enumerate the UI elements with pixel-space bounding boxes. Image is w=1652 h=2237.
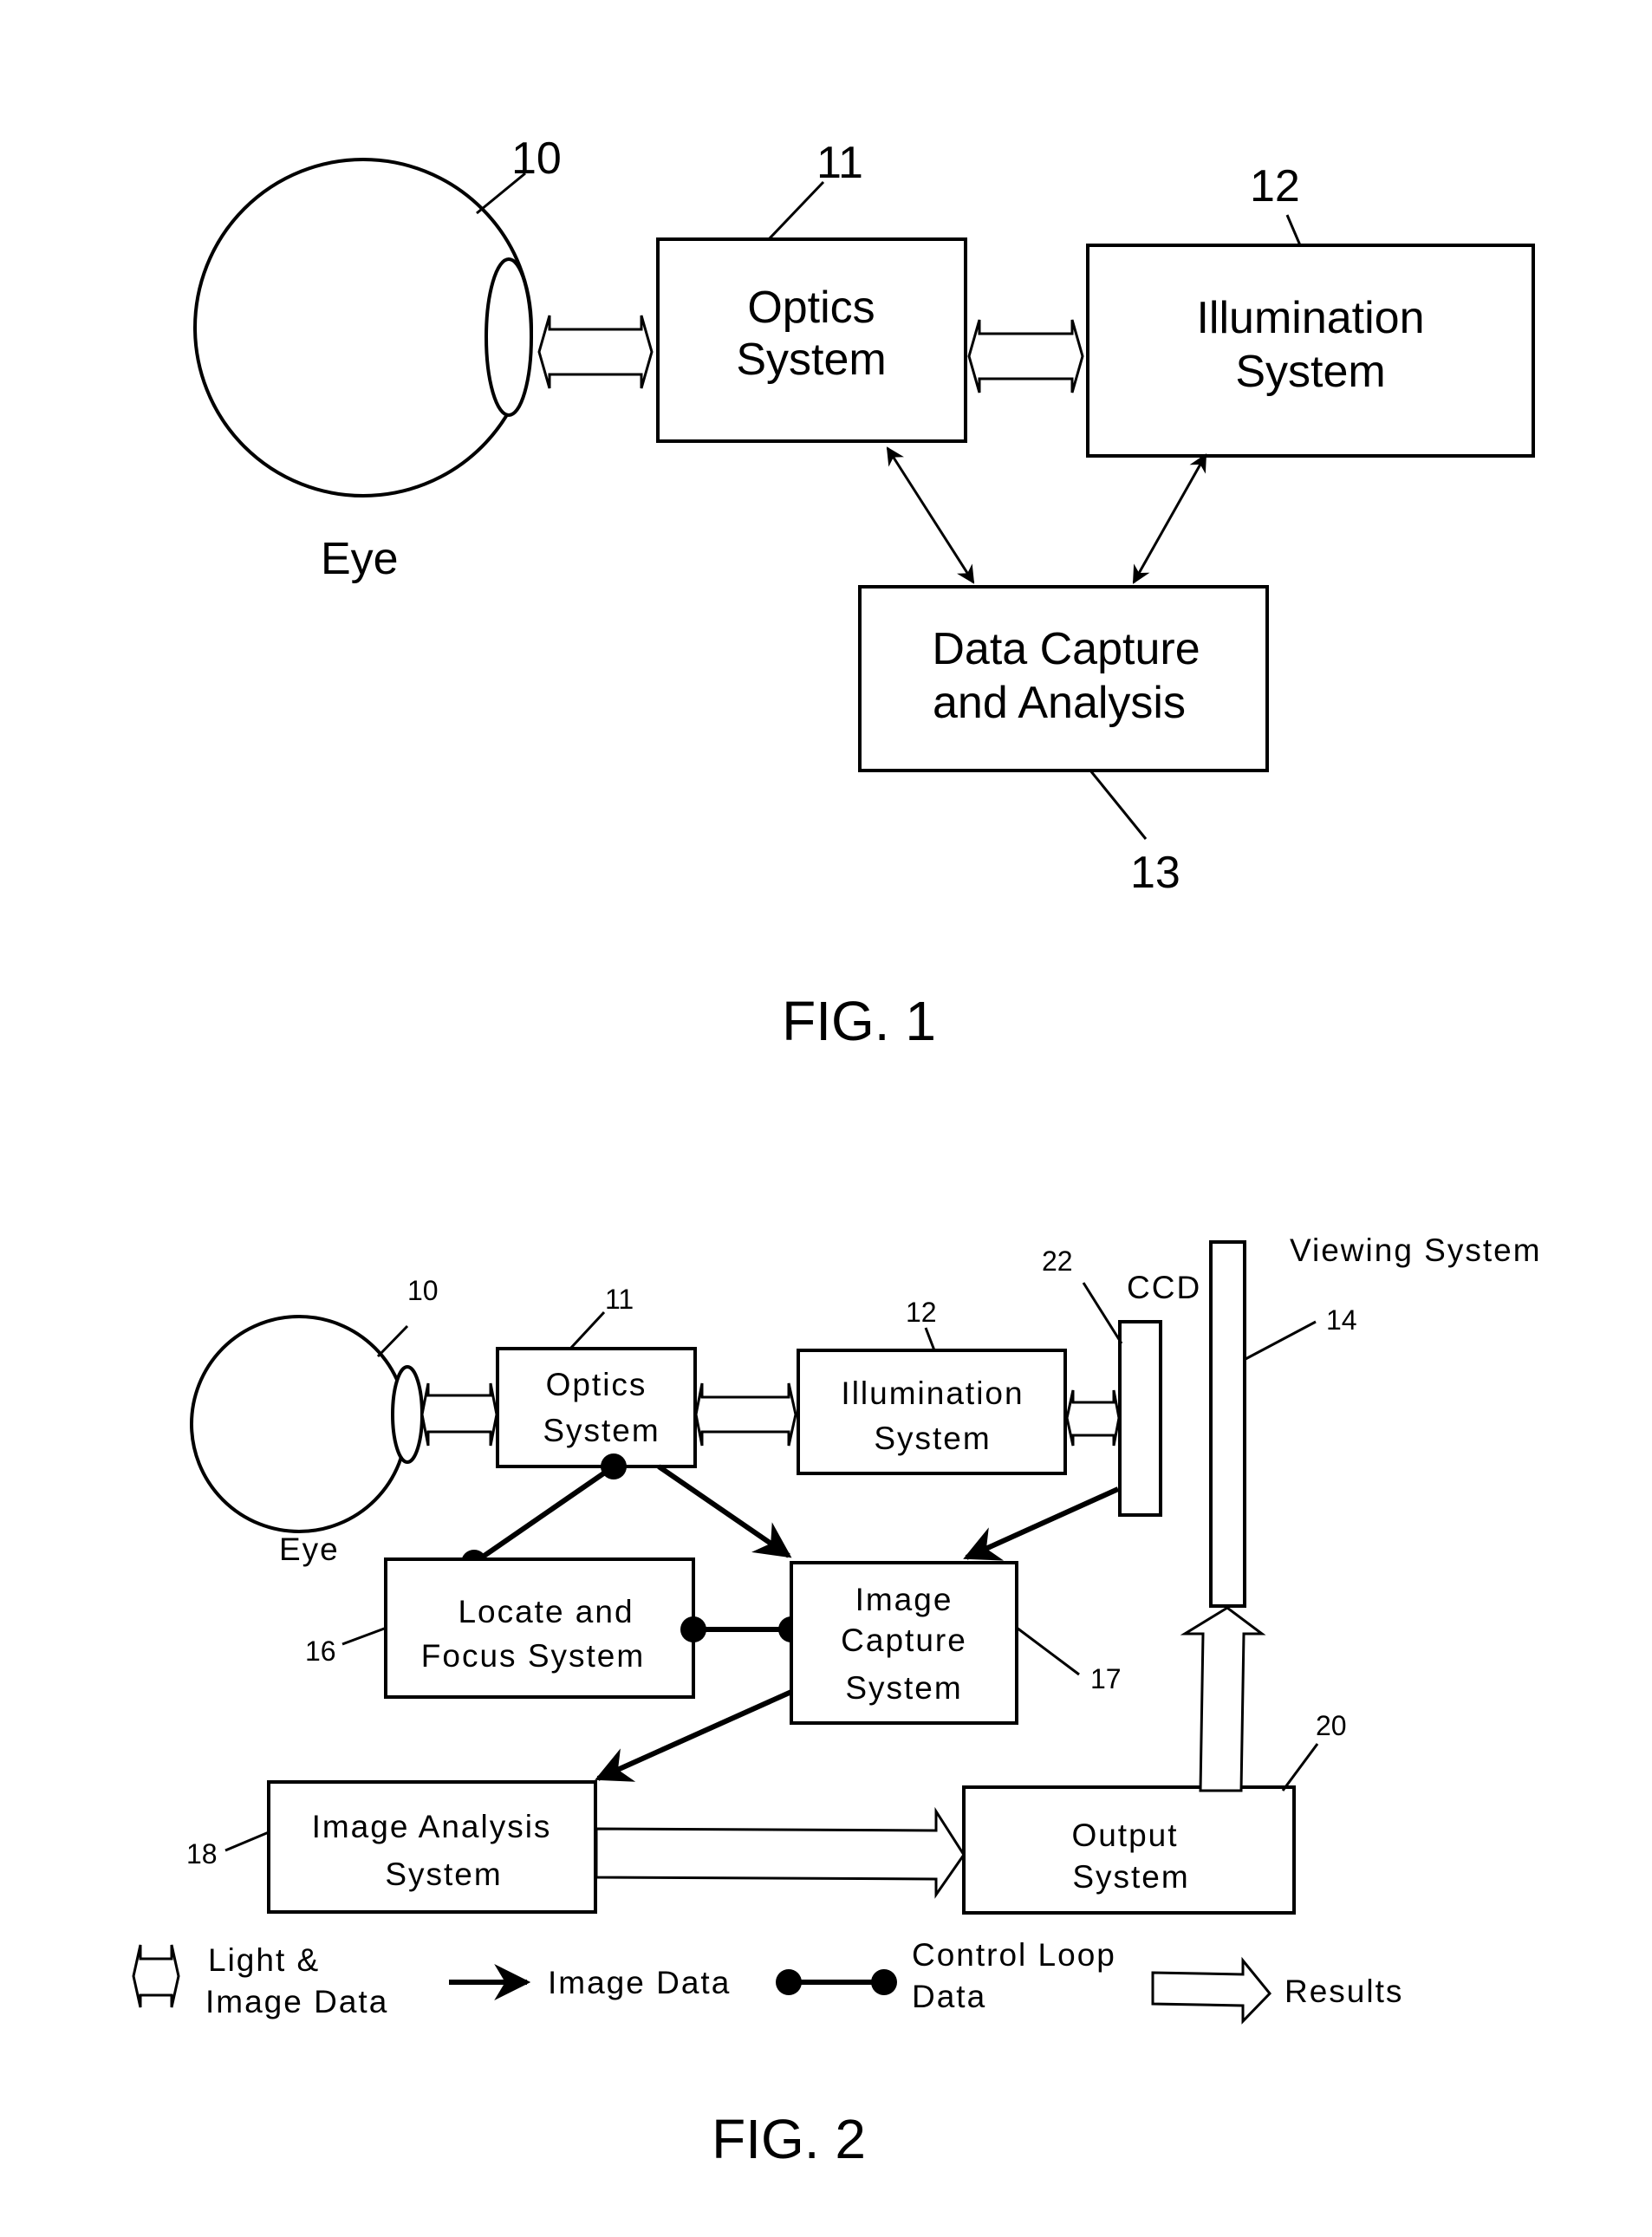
ref-14: 14 [1326,1304,1357,1336]
ref-16: 16 [305,1635,336,1667]
legend-results-label: Results [1285,1974,1403,2009]
image-analysis-system-box [269,1782,595,1912]
light-image-double-arrow [1067,1390,1119,1446]
optics-label-1: Optics [747,283,875,333]
legend-light-label-1: Light & [208,1942,320,1978]
ref-18: 18 [186,1838,218,1870]
locate-label-2: Focus System [421,1638,645,1674]
leader-line-20 [1283,1744,1317,1791]
eye-label: Eye [321,534,399,584]
legend-results-icon [1153,1961,1270,2021]
illumination-datacapture-arrow [1134,455,1206,582]
data-capture-label-1: Data Capture [932,624,1200,674]
optics-label-2: System [543,1413,660,1448]
results-arrow [596,1811,964,1895]
leader-line-18 [225,1832,269,1850]
leader-line-14 [1246,1322,1316,1359]
leader-line-11 [769,182,823,239]
illumination-label-2: System [1235,347,1385,397]
leader-line-13 [1090,771,1146,839]
optics-label-2: System [736,335,886,385]
leader-line-17 [1017,1628,1079,1674]
optics-label-1: Optics [546,1367,647,1402]
leader-line-22 [1083,1283,1122,1343]
image-data-optics-capture [659,1466,789,1556]
ref-10: 10 [511,133,562,184]
image-data-ccd-capture [966,1489,1118,1557]
legend-light-image-icon [133,1945,179,2007]
ref-12: 12 [906,1297,937,1328]
locate-label-1: Locate and [458,1594,634,1629]
control-loop-optics-locate [474,1466,614,1563]
leader-line-10 [378,1326,407,1356]
viewing-system-label: Viewing System [1290,1232,1542,1268]
ref-20: 20 [1316,1710,1347,1741]
legend-image-data-label: Image Data [548,1965,731,2000]
light-image-double-arrow [539,315,652,388]
illumination-label-2: System [874,1421,991,1456]
ref-12: 12 [1250,161,1300,211]
figure-2-caption: FIG. 2 [712,2108,866,2170]
leader-line-12 [1287,215,1300,245]
leader-line-11 [570,1312,604,1349]
optics-datacapture-arrow [888,448,973,582]
illumination-label-1: Illumination [1196,293,1424,343]
analysis-label-1: Image Analysis [312,1809,552,1844]
image-data-capture-analysis [598,1692,791,1779]
ref-11: 11 [605,1284,634,1315]
eye-label: Eye [279,1531,340,1567]
legend: Light & Image Data Image Data Control Lo… [133,1937,1403,2021]
leader-line-12 [926,1328,934,1350]
capture-label-3: System [845,1670,962,1706]
legend-light-label-2: Image Data [205,1984,388,2019]
results-arrow [1185,1608,1262,1791]
legend-control-label-2: Data [912,1979,986,2014]
light-image-double-arrow [969,320,1083,393]
light-image-double-arrow [696,1383,796,1446]
ref-13: 13 [1130,848,1180,898]
data-capture-label-2: and Analysis [933,678,1186,728]
light-image-double-arrow [422,1383,497,1446]
figure-2: 10 Eye Optics System 11 Illumination Sys… [133,1232,1542,2170]
output-label-2: System [1072,1859,1189,1895]
analysis-label-2: System [385,1857,502,1892]
figure-1-caption: FIG. 1 [782,990,936,1052]
ref-11: 11 [816,138,863,188]
illumination-label-1: Illumination [841,1375,1024,1411]
viewing-system-bar [1211,1242,1245,1606]
ref-22: 22 [1042,1245,1073,1277]
output-label-1: Output [1071,1818,1178,1853]
leader-line-16 [342,1628,387,1644]
capture-label-2: Capture [841,1622,967,1658]
figure-1: 10 Eye Optics System 11 Illumination Sys… [195,133,1533,1052]
ref-10: 10 [407,1275,439,1306]
legend-control-label-1: Control Loop [912,1937,1116,1973]
ref-17: 17 [1090,1663,1122,1694]
ccd-label: CCD [1127,1270,1201,1305]
capture-label-1: Image [855,1582,953,1617]
eye-icon [192,1317,422,1531]
ccd-sensor-box [1120,1322,1161,1515]
